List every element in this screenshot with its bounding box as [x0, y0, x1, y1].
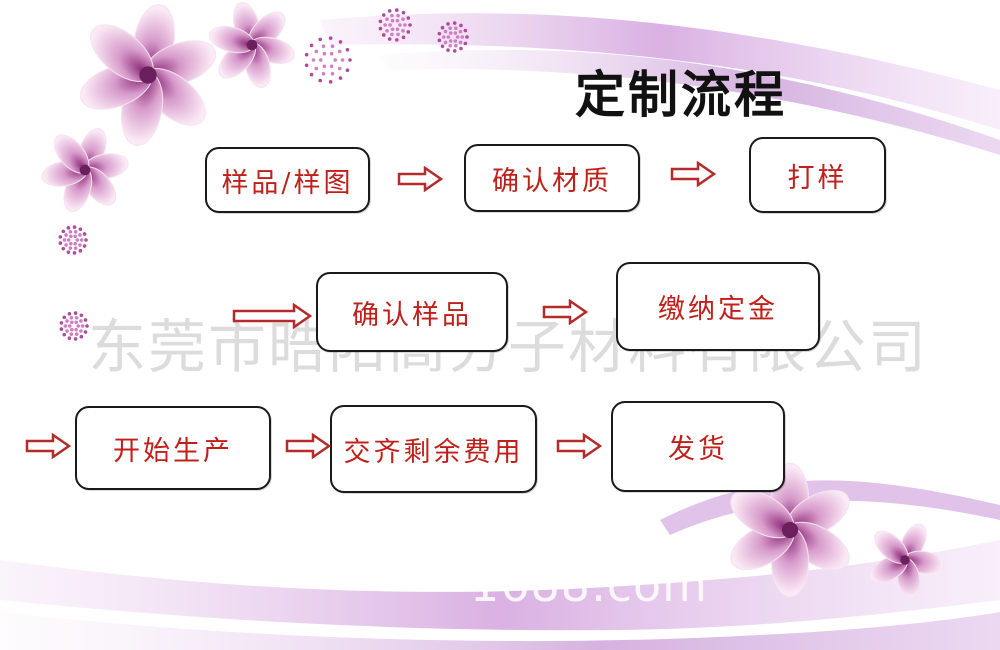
step-confirm-sample: 确认样品: [316, 272, 508, 352]
arrow-icon: [542, 299, 588, 325]
flower-icon: [41, 128, 129, 212]
flower-icon: [730, 462, 850, 598]
arrow-icon: [397, 166, 443, 192]
dot-circle-icon: [59, 311, 89, 341]
step-ship: 发货: [611, 401, 785, 492]
arrow-icon: [232, 303, 312, 329]
step-proofing: 打样: [749, 137, 886, 213]
step-start-production: 开始生产: [75, 406, 271, 490]
arrow-icon: [25, 433, 71, 459]
flower-icon: [209, 2, 295, 88]
dot-circle-icon: [378, 8, 412, 42]
step-sample: 样品/样图: [205, 147, 370, 213]
step-pay-deposit: 缴纳定金: [616, 262, 820, 351]
step-confirm-material: 确认材质: [464, 144, 640, 212]
dot-circle-icon: [58, 225, 88, 255]
arrow-icon: [285, 433, 331, 459]
arrow-icon: [670, 161, 716, 187]
site-watermark: 1688.com: [470, 558, 708, 612]
page-title: 定制流程: [575, 65, 787, 124]
flower-icon: [869, 523, 945, 599]
step-pay-balance: 交齐剩余费用: [330, 405, 537, 493]
flower-icon: [79, 4, 217, 146]
dot-circle-icon: [437, 21, 469, 53]
arrow-icon: [556, 433, 602, 459]
dot-circle-icon: [304, 36, 352, 84]
